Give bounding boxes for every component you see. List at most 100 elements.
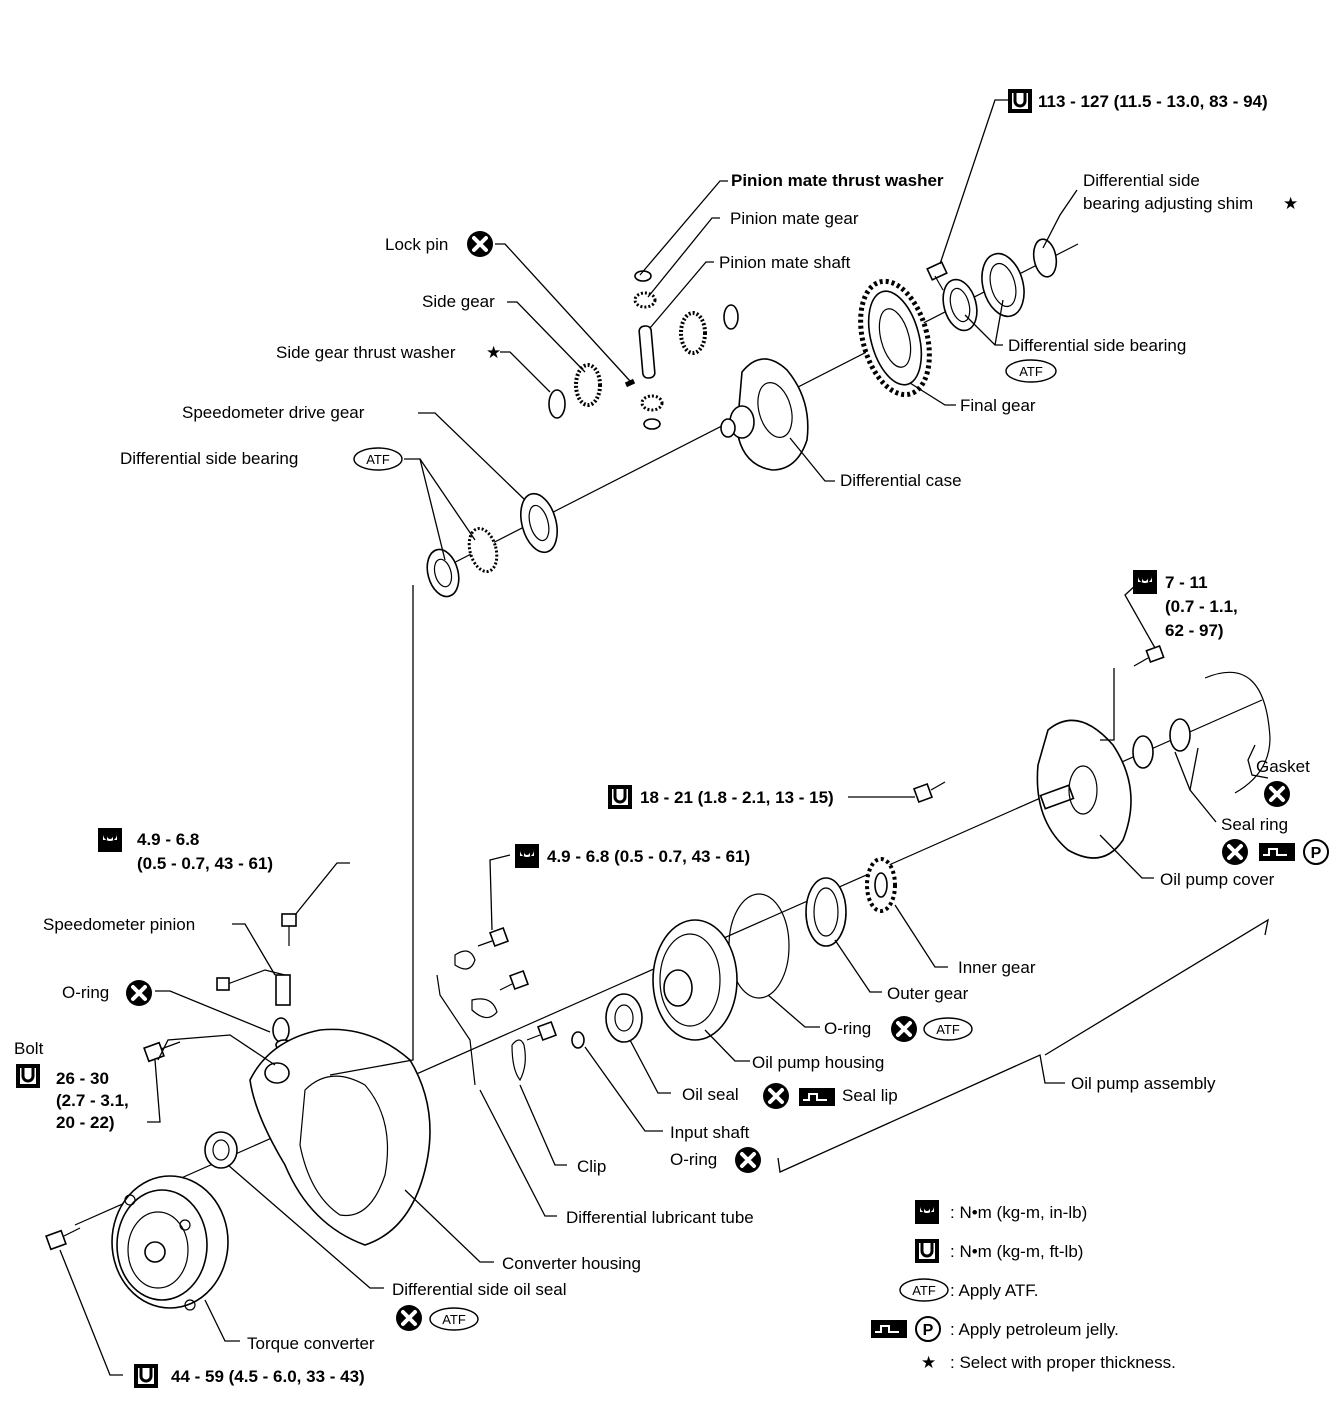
- torque-speedo-bolt-line1: 4.9 - 6.8: [137, 830, 199, 849]
- legend-inlb-icon: [915, 1200, 939, 1224]
- oil-pump-housing-part: [652, 919, 738, 1041]
- label-clip: Clip: [577, 1157, 606, 1176]
- o-ring-pump-part: [728, 893, 790, 999]
- torque-symbol-final-gear-icon: [1006, 87, 1034, 115]
- differential-side-oil-seal-part: [204, 1131, 238, 1169]
- gasket-part: [1204, 671, 1271, 794]
- legend: : N•m (kg-m, in-lb) : N•m (kg-m, ft-lb) …: [870, 1200, 1176, 1372]
- no-reuse-o-ring-speedo-icon: [124, 978, 154, 1008]
- atf-badge-right-bearing: ATF: [1005, 359, 1057, 383]
- label-oil-pump-assembly: Oil pump assembly: [1071, 1074, 1216, 1093]
- torque-symbol-pump-bolt-icon: [606, 783, 634, 811]
- legend-nm-ftlb: : N•m (kg-m, ft-lb): [950, 1242, 1083, 1261]
- label-o-ring-input: O-ring: [670, 1150, 717, 1169]
- label-final-gear: Final gear: [960, 396, 1036, 415]
- label-lock-pin: Lock pin: [385, 235, 448, 254]
- outer-gear-part: [805, 877, 847, 947]
- oil-pump-cover-part: [1036, 719, 1132, 859]
- side-gear-part: [548, 363, 602, 419]
- label-outer-gear: Outer gear: [887, 984, 969, 1003]
- label-diff-side-shim-line1: Differential side: [1083, 171, 1200, 190]
- legend-apply-jelly: : Apply petroleum jelly.: [950, 1320, 1119, 1339]
- label-differential-lubricant-tube: Differential lubricant tube: [566, 1208, 754, 1227]
- torque-pump-cover-bolt: 18 - 21 (1.8 - 2.1, 13 - 15): [640, 788, 834, 807]
- star-side-gear-icon: ★: [486, 343, 501, 362]
- petroleum-jelly-seal-ring-icon: [1258, 842, 1296, 862]
- label-differential-side-oil-seal: Differential side oil seal: [392, 1280, 567, 1299]
- label-oil-pump-cover: Oil pump cover: [1160, 870, 1275, 889]
- no-reuse-oil-seal-icon: [761, 1081, 791, 1111]
- legend-select-thickness: : Select with proper thickness.: [950, 1353, 1176, 1372]
- torque-housing-bolt-line2: (2.7 - 3.1,: [56, 1091, 129, 1110]
- atf-badge-o-ring-pump: ATF: [923, 1017, 973, 1041]
- label-bolt: Bolt: [14, 1039, 44, 1058]
- lubricant-tube-part: [436, 974, 476, 1086]
- pinion-mate-parts: [624, 270, 739, 430]
- torque-pump-small-line1: 7 - 11: [1165, 573, 1208, 592]
- label-torque-converter: Torque converter: [247, 1334, 375, 1353]
- left-bearing-parts: [426, 492, 558, 598]
- petroleum-jelly-oil-seal-icon: [798, 1087, 836, 1107]
- torque-converter-part: [111, 1175, 229, 1311]
- speedometer-pinion-part: [216, 913, 297, 1051]
- leader-lines: [59, 99, 1269, 1376]
- legend-p-icon: P: [915, 1316, 941, 1342]
- label-seal-lip: Seal lip: [842, 1086, 898, 1105]
- atf-badge-diff-oil-seal: ATF: [429, 1307, 479, 1331]
- torque-symbol-pump-small-icon: [1133, 570, 1157, 594]
- label-diff-side-shim-line2: bearing adjusting shim: [1083, 194, 1253, 213]
- no-reuse-diff-oil-seal-icon: [394, 1303, 424, 1333]
- svg-text:ATF: ATF: [1019, 364, 1043, 379]
- torque-housing-bolt-line3: 20 - 22): [56, 1113, 115, 1132]
- label-speedometer-drive-gear: Speedometer drive gear: [182, 403, 365, 422]
- legend-atf-icon: ATF: [899, 1278, 949, 1302]
- torque-symbol-speedo-bolt-icon: [98, 828, 122, 852]
- label-side-gear-thrust-washer: Side gear thrust washer: [276, 343, 456, 362]
- svg-text:ATF: ATF: [366, 452, 390, 467]
- atf-badge-left-bearing: ATF: [353, 447, 403, 471]
- input-shaft-o-ring-part: [571, 1031, 585, 1049]
- label-diff-side-bearing-right: Differential side bearing: [1008, 336, 1186, 355]
- label-seal-ring: Seal ring: [1221, 815, 1288, 834]
- converter-bolt-part: [45, 1227, 81, 1251]
- converter-housing-part: [249, 1028, 431, 1246]
- label-speedometer-pinion: Speedometer pinion: [43, 915, 195, 934]
- label-pinion-mate-gear: Pinion mate gear: [730, 209, 859, 228]
- label-gasket: Gasket: [1256, 757, 1310, 776]
- star-shim-icon: ★: [1283, 194, 1298, 213]
- label-pinion-mate-thrust-washer: Pinion mate thrust washer: [731, 171, 944, 190]
- final-gear-bolt-part: [926, 261, 948, 291]
- no-reuse-input-o-ring-icon: [733, 1145, 763, 1175]
- no-reuse-o-ring-pump-icon: [889, 1014, 919, 1044]
- label-diff-side-bearing-left: Differential side bearing: [120, 449, 298, 468]
- no-reuse-gasket-icon: [1262, 779, 1292, 809]
- no-reuse-lock-pin-icon: [465, 229, 495, 259]
- legend-nm-inlb: : N•m (kg-m, in-lb): [950, 1203, 1087, 1222]
- label-oil-seal: Oil seal: [682, 1085, 739, 1104]
- differential-side-bearing-right-part: [942, 252, 1025, 332]
- legend-apply-atf: : Apply ATF.: [950, 1281, 1039, 1300]
- torque-pump-small-line2: (0.7 - 1.1,: [1165, 597, 1238, 616]
- label-oil-pump-housing: Oil pump housing: [752, 1053, 884, 1072]
- svg-text:ATF: ATF: [442, 1312, 466, 1327]
- inner-gear-part: [865, 857, 897, 913]
- differential-case-part: [720, 358, 809, 471]
- torque-tube-bolt: 4.9 - 6.8 (0.5 - 0.7, 43 - 61): [547, 847, 750, 866]
- torque-final-gear-bolt: 113 - 127 (11.5 - 13.0, 83 - 94): [1038, 92, 1268, 111]
- legend-jelly-icon: [870, 1319, 908, 1339]
- oil-seal-part: [605, 993, 643, 1043]
- torque-housing-bolt-line1: 26 - 30: [56, 1069, 109, 1088]
- label-input-shaft: Input shaft: [670, 1123, 750, 1142]
- torque-symbol-housing-bolt-icon: [14, 1062, 42, 1090]
- svg-text:ATF: ATF: [912, 1283, 936, 1298]
- torque-converter-bolt: 44 - 59 (4.5 - 6.0, 33 - 43): [171, 1367, 365, 1386]
- label-o-ring-speedo: O-ring: [62, 983, 109, 1002]
- svg-text:P: P: [1311, 845, 1322, 862]
- clip-part: [511, 1039, 526, 1082]
- final-gear-part: [858, 278, 932, 398]
- torque-symbol-converter-bolt-icon: [132, 1362, 160, 1390]
- label-differential-case: Differential case: [840, 471, 962, 490]
- label-inner-gear: Inner gear: [958, 958, 1036, 977]
- label-converter-housing: Converter housing: [502, 1254, 641, 1273]
